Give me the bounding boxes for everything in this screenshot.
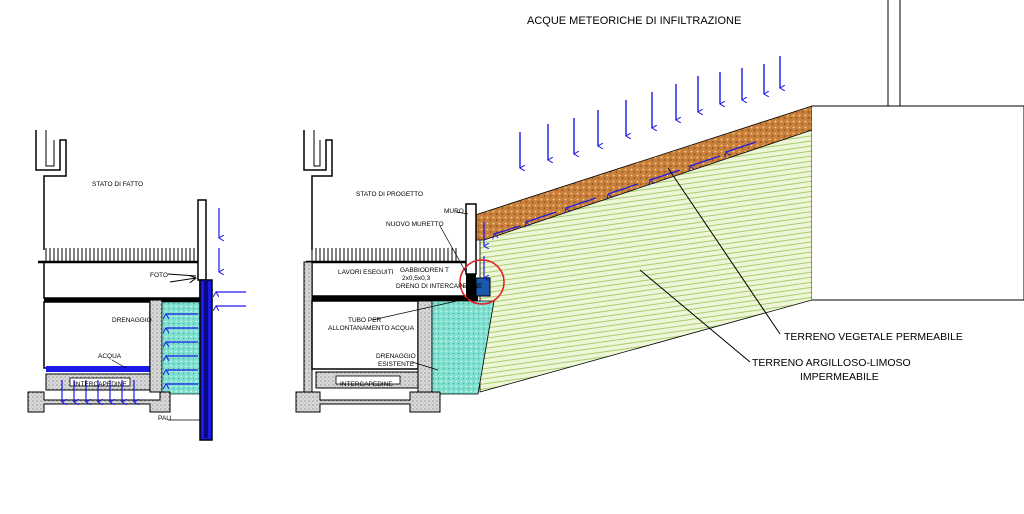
right-base-footing xyxy=(295,391,441,413)
left-label-acqua: ACQUA xyxy=(98,353,122,360)
left-base-footing xyxy=(27,391,171,413)
highlight-circle xyxy=(459,259,505,305)
right-gabbiodren xyxy=(475,277,491,297)
right-label-tubo-1: TUBO PER xyxy=(348,317,382,324)
right-section: STATO DI PROGETTO MURO NUOVO MURETTO LAV… xyxy=(295,0,1024,413)
left-foto-arrows xyxy=(167,274,196,282)
left-label-pali: PALI xyxy=(158,415,172,422)
right-upper-wall-inner xyxy=(313,130,321,167)
right-title: STATO DI PROGETTO xyxy=(356,191,423,198)
right-label-gabbiodren-1: GABBIODREN T xyxy=(400,267,449,274)
left-column xyxy=(149,299,163,393)
right-grass xyxy=(311,248,457,262)
right-building-chimney xyxy=(887,0,901,106)
left-label-foto: FOTO xyxy=(150,272,168,279)
leader-vegetale xyxy=(667,167,781,335)
left-section: STATO DI FATTO FOTO DRENAGGIO ACQUA INTE… xyxy=(27,130,246,441)
right-floor-slab-bottom xyxy=(312,296,478,301)
clay-soil xyxy=(479,105,813,393)
right-label-intercapedine: INTERCAPEDINE xyxy=(340,381,393,388)
left-water-layer xyxy=(46,366,150,372)
right-label-nuovo-muretto: NUOVO MURETTO xyxy=(386,221,444,228)
right-drainage-existing xyxy=(431,300,495,395)
left-basement-room xyxy=(43,301,151,369)
right-drenaggio-leader xyxy=(411,361,439,371)
left-under-arrows xyxy=(62,380,134,402)
label-terreno-argilloso-2: IMPERMEABILE xyxy=(800,371,879,383)
topsoil-flow-arrows xyxy=(494,141,757,234)
left-floor-slab xyxy=(43,261,201,299)
left-upper-wall xyxy=(35,130,67,250)
label-terreno-argilloso-1: TERRENO ARGILLOSO-LIMOSO xyxy=(752,357,911,369)
right-label-lavori: LAVORI ESEGUITI xyxy=(338,269,394,276)
right-left-wall xyxy=(303,261,313,395)
left-label-intercapedine: INTERCAPEDINE xyxy=(74,381,127,388)
left-water-arrows-horizontal xyxy=(216,292,246,306)
right-label-drenaggio-2: ESISTENTE xyxy=(378,361,415,368)
leader-argilloso xyxy=(639,269,751,363)
right-label-tubo-2: ALLONTANAMENTO ACQUA xyxy=(328,325,415,332)
right-label-drenaggio-1: DRENAGGIO xyxy=(376,353,416,360)
left-intercapedine-inner xyxy=(69,377,131,387)
left-label-drenaggio: DRENAGGIO xyxy=(112,317,152,324)
left-drainage-fill xyxy=(161,301,203,395)
left-floor-slab-bottom xyxy=(44,298,200,302)
right-muro-leader xyxy=(455,211,469,215)
right-column xyxy=(417,300,433,394)
left-upper-wall-inner xyxy=(45,130,55,167)
left-pile-blue-inner xyxy=(204,280,208,438)
right-muretto-leader xyxy=(439,225,469,277)
right-intercapedine-inner xyxy=(335,375,401,385)
right-tubo-leader xyxy=(371,297,471,321)
right-label-muro: MURO xyxy=(444,208,464,215)
left-acqua-leader xyxy=(111,359,127,369)
label-terreno-vegetale: TERRENO VEGETALE PERMEABILE xyxy=(784,331,963,343)
left-sheet-pile-outline xyxy=(197,199,207,281)
right-label-dreno: DRENO DI INTERCAPEDINE xyxy=(396,283,483,290)
rain-arrows xyxy=(520,56,780,168)
right-upper-wall xyxy=(303,130,333,250)
right-label-gabbiodren-2: 2x0,5x0,3 xyxy=(402,275,431,282)
left-grass xyxy=(45,248,195,262)
right-building xyxy=(812,105,1024,301)
left-title: STATO DI FATTO xyxy=(92,181,143,188)
left-drain-arrows xyxy=(166,314,198,384)
diagram-title: ACQUE METEORICHE DI INFILTRAZIONE xyxy=(527,15,741,27)
